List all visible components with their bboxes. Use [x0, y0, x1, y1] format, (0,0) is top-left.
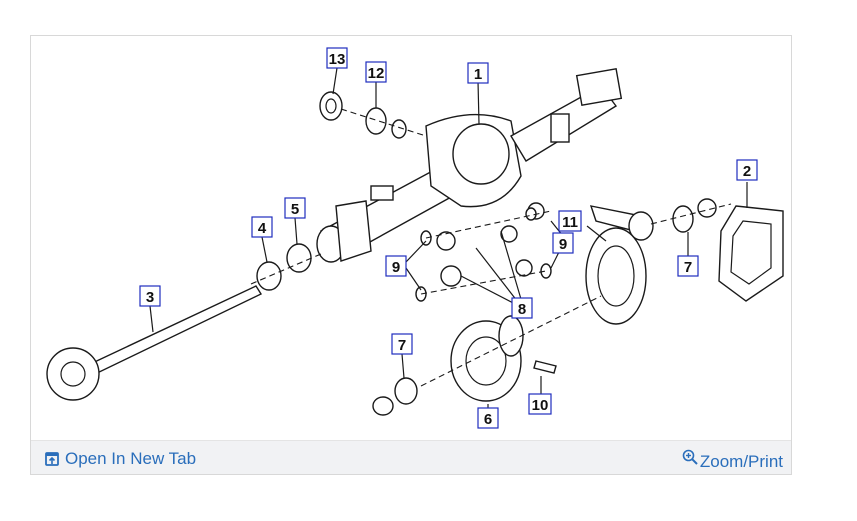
svg-text:7: 7	[398, 337, 406, 354]
svg-text:3: 3	[146, 289, 154, 306]
callout-9-right[interactable]: 9	[552, 232, 574, 254]
callout-2[interactable]: 2	[736, 159, 758, 181]
callout-9-left[interactable]: 9	[385, 255, 407, 277]
callout-7-lower[interactable]: 7	[391, 333, 413, 355]
ring-gear	[585, 227, 647, 325]
upper-seal-bearing	[319, 91, 427, 139]
callout-11[interactable]: 11	[558, 210, 582, 232]
svg-text:10: 10	[532, 397, 549, 414]
cross-pin	[533, 360, 557, 374]
callout-13[interactable]: 13	[326, 47, 348, 69]
svg-text:13: 13	[329, 51, 346, 68]
svg-text:9: 9	[392, 259, 400, 276]
svg-text:1: 1	[474, 66, 482, 83]
svg-text:11: 11	[562, 214, 578, 231]
exploded-parts-diagram[interactable]: 13 12 1 2 11 7 9 9 8 4 5 3 7 6 10	[31, 36, 791, 440]
pinion-gear	[589, 198, 732, 241]
diagram-frame: 13 12 1 2 11 7 9 9 8 4 5 3 7 6 10 O	[30, 35, 792, 475]
callout-4[interactable]: 4	[251, 216, 273, 238]
open-new-tab-icon	[45, 451, 59, 471]
svg-text:7: 7	[684, 259, 692, 276]
differential-cover	[718, 205, 784, 302]
open-in-new-tab-label: Open In New Tab	[65, 449, 197, 468]
zoom-magnifier-icon	[682, 449, 698, 470]
axle-diagram-svg: 13 12 1 2 11 7 9 9 8 4 5 3 7 6 10	[46, 47, 784, 429]
diagram-footer-bar: Open In New Tab Zoom/Print	[31, 440, 791, 474]
callout-12[interactable]: 12	[365, 61, 387, 83]
svg-text:4: 4	[258, 220, 267, 237]
spider-gears	[415, 202, 552, 307]
callout-10[interactable]: 10	[528, 393, 552, 415]
callout-6[interactable]: 6	[477, 407, 499, 429]
zoom-print-link[interactable]: Zoom/Print	[682, 449, 783, 472]
callout-8[interactable]: 8	[511, 297, 533, 319]
differential-case	[420, 295, 602, 402]
svg-text:8: 8	[518, 301, 526, 318]
svg-text:6: 6	[484, 411, 492, 428]
svg-text:9: 9	[559, 236, 567, 253]
svg-text:5: 5	[291, 201, 299, 218]
svg-text:12: 12	[368, 65, 385, 82]
callout-5[interactable]: 5	[284, 197, 306, 219]
axle-shaft	[46, 285, 263, 401]
zoom-print-label: Zoom/Print	[699, 452, 783, 471]
axle-bearings	[250, 243, 322, 291]
svg-text:2: 2	[743, 163, 751, 180]
axle-housing	[316, 67, 623, 263]
open-in-new-tab-link[interactable]: Open In New Tab	[45, 449, 196, 471]
callout-3[interactable]: 3	[139, 285, 161, 307]
callout-1[interactable]: 1	[467, 62, 489, 84]
lower-bearing-seal	[372, 377, 418, 416]
callout-7-pinion[interactable]: 7	[677, 255, 699, 277]
